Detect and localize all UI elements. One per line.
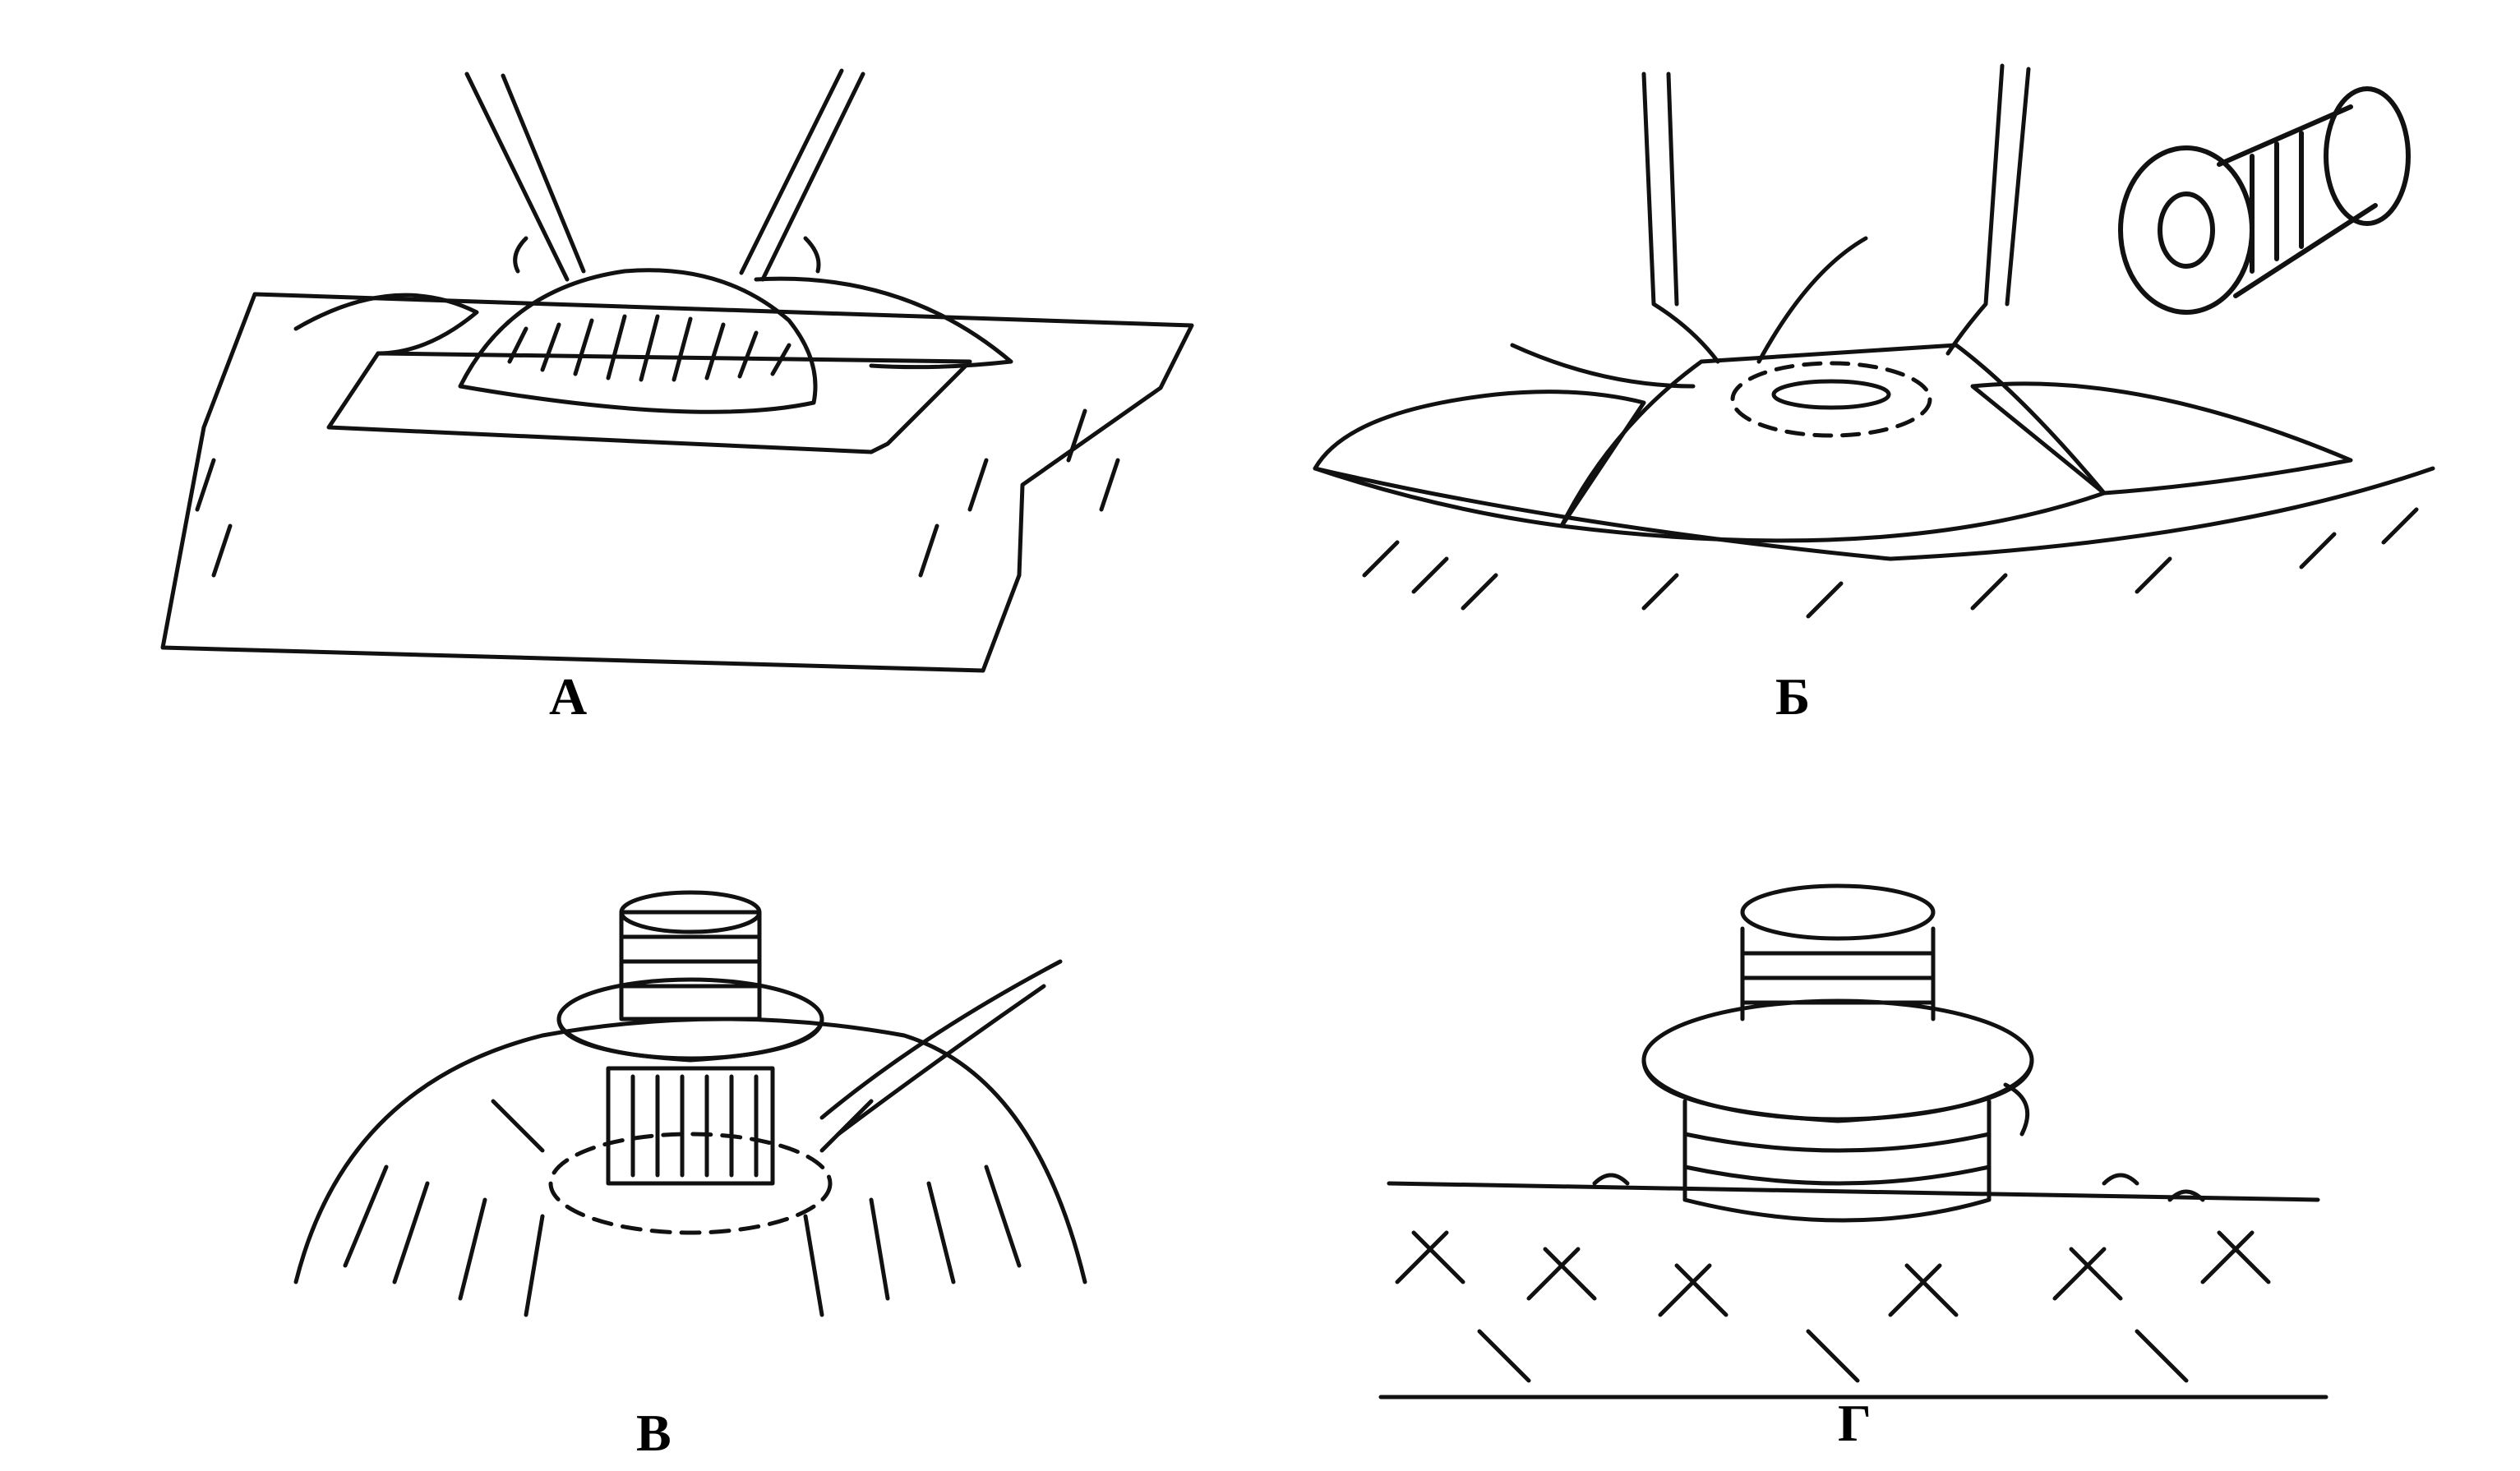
panel-v-cannula-cap bbox=[619, 890, 762, 934]
panel-g-drawing bbox=[1378, 883, 2328, 1400]
panel-v-purse-string bbox=[548, 1132, 833, 1235]
panel-label-v: В bbox=[636, 1404, 672, 1462]
panel-b-forceps-right bbox=[1945, 63, 2031, 356]
panel-g-cannula-body bbox=[1682, 1099, 1992, 1223]
panel-b-flap-left bbox=[1313, 390, 1646, 528]
panel-label-b: Б bbox=[1775, 667, 1811, 726]
panel-a-drape-window bbox=[326, 351, 972, 454]
panel-b-purse-string bbox=[1730, 361, 1932, 438]
panel-a-flap-right bbox=[754, 276, 1013, 370]
panel-v-cannula-shaft bbox=[606, 1066, 775, 1186]
panel-a-flap-left bbox=[293, 293, 479, 356]
panel-b-drawing bbox=[1313, 63, 2435, 619]
panel-b-tissue bbox=[1559, 343, 2107, 543]
panel-a-forceps-left bbox=[464, 71, 586, 282]
panel-a-drape bbox=[160, 292, 1194, 673]
panel-a-tissue-dome bbox=[458, 268, 818, 414]
panel-label-a: А bbox=[549, 667, 588, 726]
panel-v-drawing bbox=[293, 890, 1087, 1317]
panel-b-spool bbox=[2118, 86, 2411, 315]
panel-b-incision bbox=[1771, 379, 1891, 410]
panel-label-g: Г bbox=[1838, 1394, 1872, 1452]
panel-v-cannula-thread bbox=[619, 910, 762, 1021]
panel-b-forceps-left bbox=[1641, 71, 1720, 364]
panel-a-drawing bbox=[160, 68, 1194, 673]
panel-g-ground bbox=[1378, 1181, 2328, 1400]
panel-g-cannula-cap bbox=[1740, 883, 1936, 941]
panel-a-forceps-right bbox=[739, 68, 865, 282]
panel-b-ground bbox=[1313, 466, 2435, 561]
panel-b-flap-right bbox=[1970, 381, 2353, 496]
